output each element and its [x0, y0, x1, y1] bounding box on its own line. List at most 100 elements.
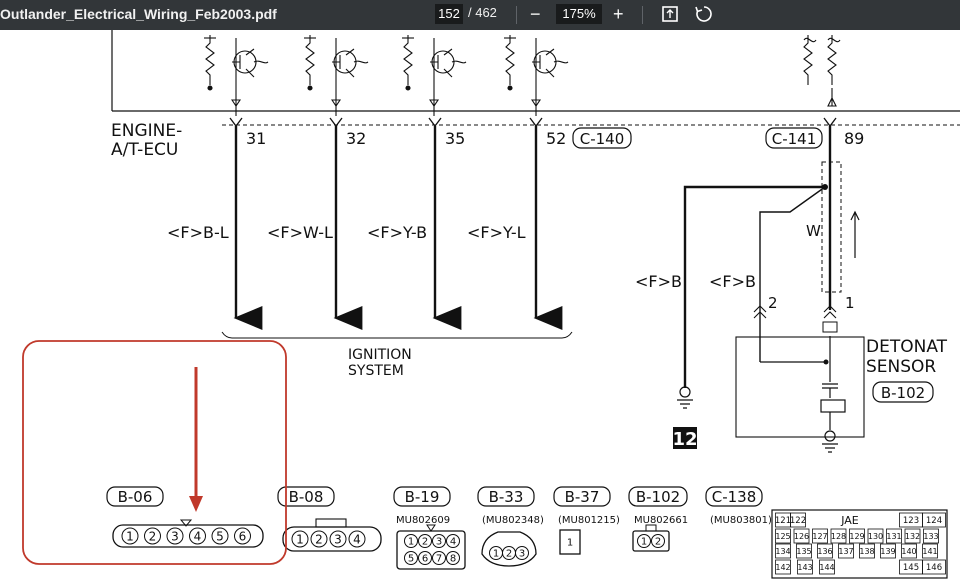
connector-b08 — [282, 518, 382, 552]
connector-pin-number: 3 — [436, 537, 442, 548]
connector-pin — [432, 551, 446, 565]
connector-pin — [329, 530, 347, 548]
connector-pin-number: 126 — [794, 532, 809, 541]
connector-pin-number: 4 — [194, 529, 202, 543]
connector-pin-number: 136 — [817, 547, 832, 556]
connector-cell — [922, 543, 938, 559]
ecu-label-line1: ENGINE- — [111, 121, 182, 141]
connector-cell — [796, 543, 812, 559]
connector-maker: JAE — [840, 514, 859, 527]
connector-pin — [404, 551, 418, 565]
connector-b102 — [632, 524, 670, 552]
ignition-bracket — [221, 331, 573, 339]
pdf-toolbar: Outlander_Electrical_Wiring_Feb2003.pdf … — [0, 0, 960, 30]
connector-cell — [793, 528, 810, 544]
connector-code: B-102 — [636, 488, 680, 506]
fit-page-icon[interactable] — [660, 4, 680, 30]
connector-pin — [310, 530, 328, 548]
part-number: (MU801215) — [558, 515, 620, 526]
connector-pin — [234, 527, 251, 545]
connector-cell — [901, 543, 917, 559]
connector-pin-number: 130 — [868, 532, 883, 541]
connector-pin — [144, 527, 161, 545]
wire-color-label: W — [806, 222, 821, 240]
connector-pin-number: 140 — [901, 547, 916, 556]
connector-pin-number: 5 — [216, 529, 224, 543]
connector-code: B-08 — [289, 488, 324, 506]
annotation-arrow-head — [189, 496, 203, 512]
connector-pin-number: 138 — [859, 547, 874, 556]
rotate-icon[interactable] — [694, 4, 714, 30]
connector-cell — [775, 543, 791, 559]
connector-pin — [446, 534, 460, 548]
pin-number: 31 — [246, 129, 266, 148]
connector-pin-number: 145 — [903, 563, 919, 573]
connector-pin-number: 1 — [641, 537, 647, 548]
connector-cell — [867, 528, 884, 544]
connector-pin-number: 4 — [353, 532, 361, 546]
page-total: / 462 — [468, 5, 497, 20]
connector-pin-number: 132 — [905, 532, 920, 541]
connector-pin-number: 128 — [831, 532, 846, 541]
wire-color-label: <F>W-L — [267, 223, 333, 242]
connector-cell — [923, 528, 939, 544]
connector-pin-number: 135 — [796, 547, 811, 556]
wire-color-label: <F>B-L — [167, 223, 229, 242]
connector-pin-number: 143 — [797, 563, 812, 572]
connector-pin-number: 2 — [655, 537, 661, 548]
toolbar-divider — [642, 6, 643, 24]
connector-cell — [817, 543, 833, 559]
zoom-level-input[interactable]: 175% — [556, 4, 602, 24]
connector-cell — [812, 528, 828, 544]
wire-color-label: <F>Y-B — [367, 223, 427, 242]
connector-pin — [291, 530, 309, 548]
connector-c138 — [771, 509, 948, 579]
connector-pin-number: 3 — [171, 529, 179, 543]
connector-pin-number: 2 — [422, 537, 428, 548]
connector-pin-number: 124 — [926, 516, 942, 526]
connector-pin — [432, 534, 446, 548]
connector-pin-number: 7 — [436, 554, 442, 565]
connector-pin — [637, 534, 651, 548]
connector-pin-number: 125 — [775, 532, 790, 541]
pdf-page-view[interactable]: ENGINE- A/T-ECU 31 32 35 52 C-140 <F>B-L… — [0, 30, 960, 587]
ignition-label-line2: SYSTEM — [348, 363, 404, 379]
wiring-diagram: ENGINE- A/T-ECU 31 32 35 52 C-140 <F>B-L… — [22, 30, 960, 579]
connector-pin-number: 1 — [408, 537, 414, 548]
connector-code-c140: C-140 — [580, 130, 625, 148]
ecu-output-wires — [229, 117, 563, 330]
connector-pin — [166, 527, 184, 545]
ignition-label-line1: IGNITION — [348, 347, 412, 363]
annotation-highlight-box — [22, 340, 287, 565]
page-number-input[interactable]: 152 — [435, 4, 463, 24]
connector-b06 — [112, 519, 264, 548]
connector-pin — [211, 527, 229, 545]
connector-pin-number: 2 — [315, 532, 323, 546]
zoom-out-button[interactable]: − — [530, 4, 541, 24]
connector-cell — [922, 559, 946, 575]
ecu-label-line2: A/T-ECU — [111, 140, 178, 160]
connector-pin-number: 141 — [922, 547, 937, 556]
connector-b37-pins: 1 — [567, 538, 573, 549]
connector-cell — [838, 543, 854, 559]
connector-pin — [418, 534, 432, 548]
connector-pin-number: 1 — [567, 538, 573, 549]
connector-pin — [404, 534, 418, 548]
connector-cell — [886, 528, 902, 544]
connector-pin-number: 5 — [408, 554, 414, 565]
connector-code: B-06 — [118, 488, 153, 506]
connector-code: B-19 — [405, 488, 440, 506]
sensor-pin: 2 — [768, 294, 778, 312]
sensor-pin: 1 — [845, 294, 855, 312]
part-number: MU802609 — [396, 515, 450, 526]
connector-pin-number: 133 — [923, 532, 938, 541]
document-title: Outlander_Electrical_Wiring_Feb2003.pdf — [0, 6, 277, 22]
zoom-in-button[interactable]: + — [613, 4, 624, 24]
connector-pin — [121, 527, 139, 545]
detonation-sensor-circuit — [673, 117, 934, 453]
connector-cell — [859, 543, 875, 559]
